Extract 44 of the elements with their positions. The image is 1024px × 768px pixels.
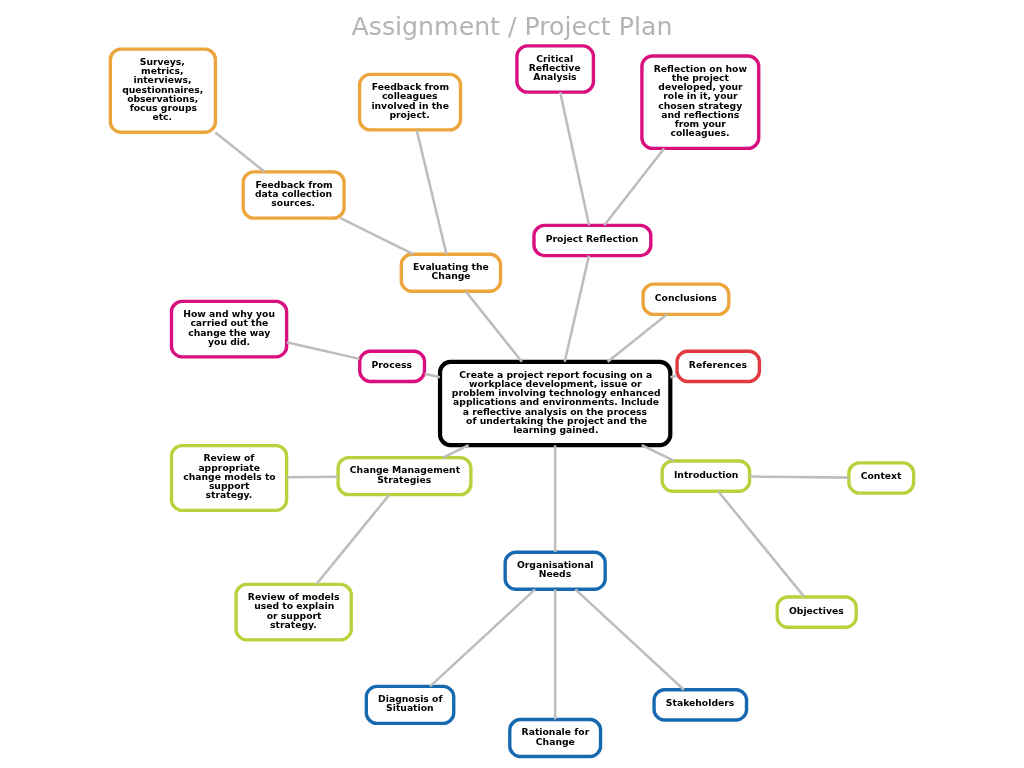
connector [670,374,678,379]
node-box: Feedback from data collection sources. [241,170,346,220]
connector [286,341,360,361]
connector [424,372,441,379]
connector [603,147,666,226]
node-box: Create a project report focusing on a workplace development, issue or problem involving technology enhanced applications and environments. Include a reflective analysis on the process of undertaking the project and the learning gained. [437,359,673,448]
connector [415,129,448,255]
node-box: Critical Reflective Analysis [515,44,596,94]
node-box: Project Reflection [532,223,653,258]
node-box: Objectives [775,595,858,629]
node-box: Review of appropriate change models to support strategy. [169,443,289,512]
connector [553,445,557,553]
node-box: Conclusions [641,282,731,317]
node-box: Reflection on how the project developed, your role in it, your chosen strategy and reflections from your colleagues. [640,54,761,151]
connector [574,588,685,691]
node-box: Rationale for Change [508,717,603,759]
connector [315,493,391,586]
connector [641,444,675,462]
node-box: References [675,349,762,384]
node-box: Feedback from colleagues involved in the project. [357,72,463,132]
node-box: Change Management Strategies [336,455,473,497]
connector [559,92,591,226]
connector [340,217,414,256]
node-box: Surveys, metrics, interviews, questionnaires, observations, focus groups etc. [108,47,218,134]
node-box: Process [358,349,427,384]
connector [606,313,668,363]
node-box: Evaluating the Change [399,252,503,293]
node-box: How and why you carried out the change the way you did. [169,299,289,359]
node-box: Review of models used to explain or support strategy. [234,582,353,642]
connector [429,588,536,688]
connector [464,290,523,363]
connector [563,255,591,363]
connector [286,475,338,479]
diagram-title: Assignment / Project Plan [351,12,673,41]
connector [214,131,266,173]
node-box: Organisational Needs [503,550,607,591]
node-box: Diagnosis of Situation [364,684,456,726]
node-box: Stakeholders [652,688,749,722]
node-box: Context [847,461,916,495]
node-box: Introduction [660,459,752,493]
connector [553,589,557,720]
connector [442,444,470,459]
connector [717,490,806,598]
connector [749,475,849,479]
